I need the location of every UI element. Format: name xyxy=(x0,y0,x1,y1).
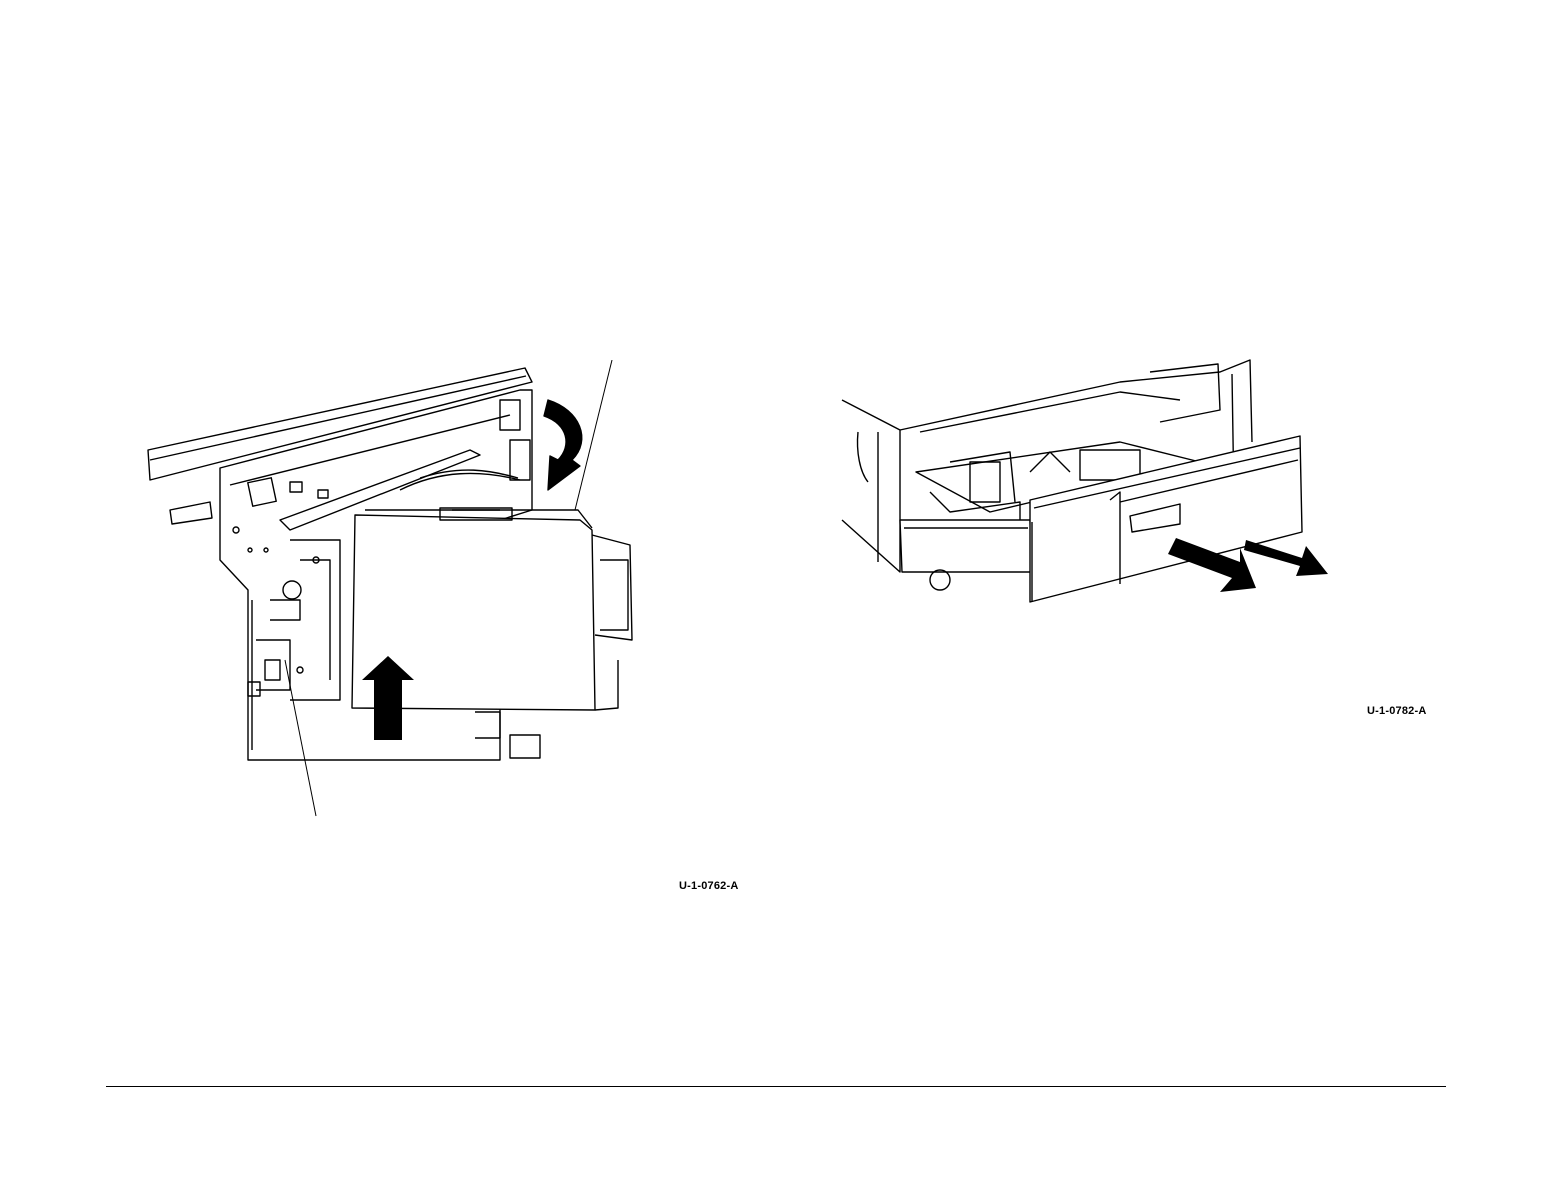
page-footer-rule xyxy=(106,1086,1446,1087)
figure-right-label: U-1-0782-A xyxy=(1367,705,1426,717)
figure-left-label: U-1-0762-A xyxy=(679,880,738,892)
figure-right xyxy=(820,352,1340,622)
duplex-module-close-illustration xyxy=(140,360,640,820)
figure-left xyxy=(140,360,640,820)
paper-tray-pull-out-illustration xyxy=(820,352,1340,622)
